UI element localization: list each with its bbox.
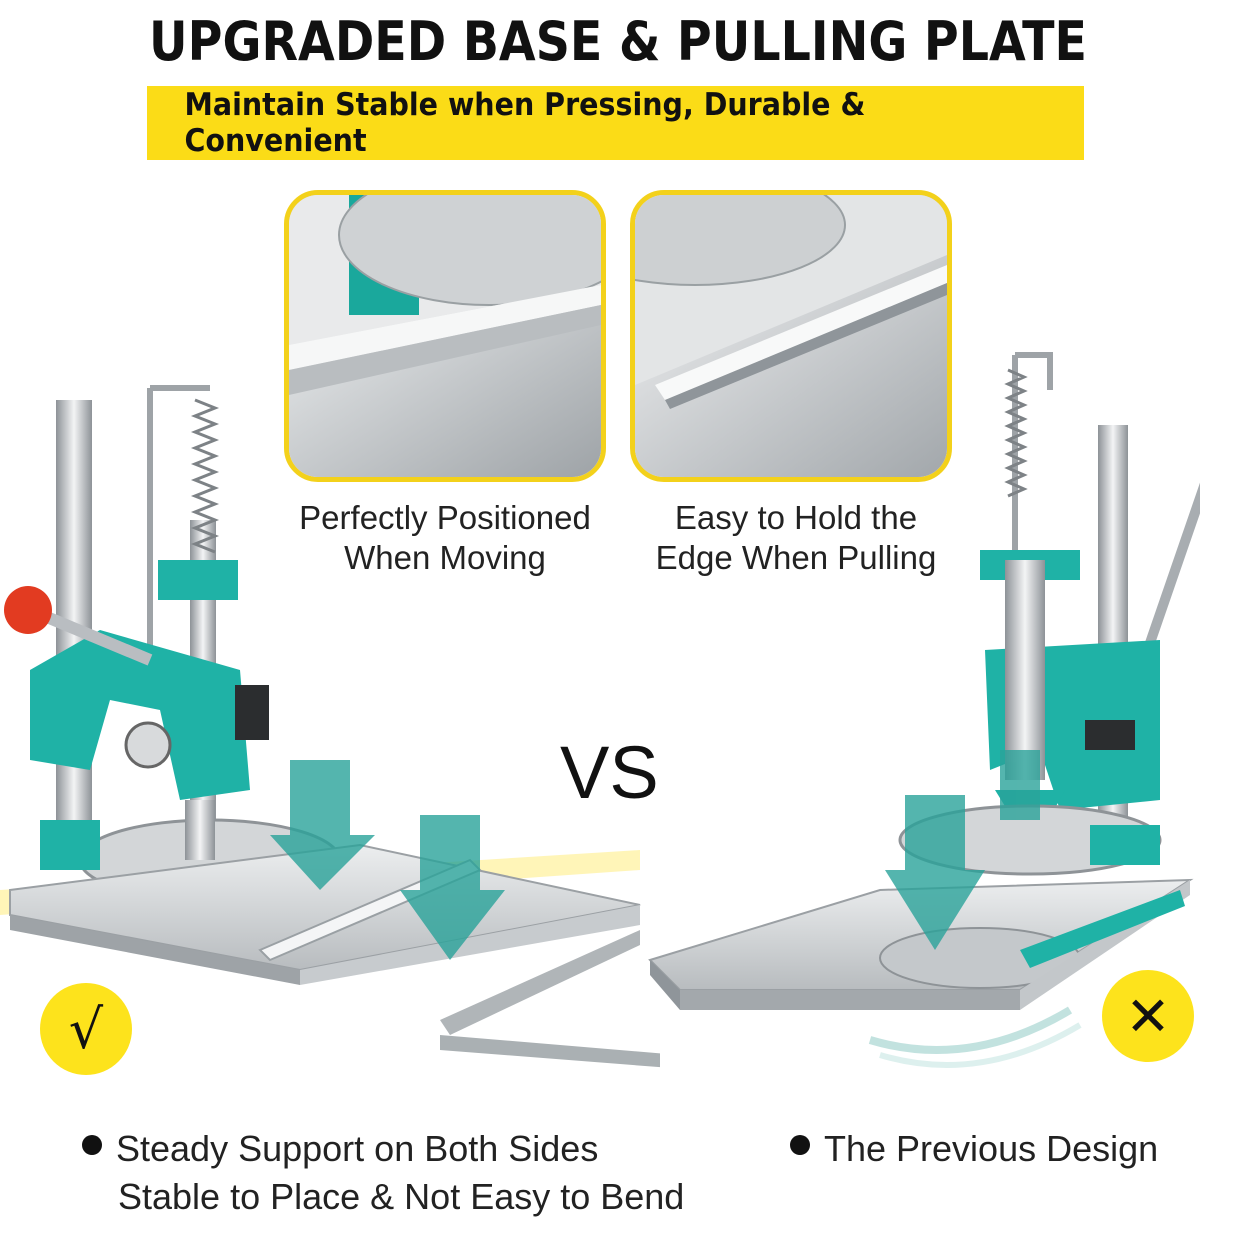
caption-line: Perfectly Positioned	[299, 499, 591, 536]
bullet-icon	[82, 1135, 102, 1155]
description-text: The Previous Design	[824, 1128, 1159, 1169]
previous-description: The Previous Design	[790, 1125, 1158, 1173]
check-badge: √	[40, 983, 132, 1075]
vs-label: VS	[560, 731, 659, 814]
page-title: UPGRADED BASE & PULLING PLATE	[149, 10, 1087, 73]
check-icon: √	[68, 997, 104, 1061]
detail-caption-positioned: Perfectly Positioned When Moving	[275, 498, 615, 578]
description-line: Stable to Place & Not Easy to Bend	[82, 1173, 684, 1221]
detail-image-pulling	[630, 190, 952, 482]
close-icon: ✕	[1125, 984, 1171, 1048]
cross-badge: ✕	[1102, 970, 1194, 1062]
description-text: Stable to Place & Not Easy to Bend	[118, 1176, 685, 1217]
tray-closeup-illustration	[289, 195, 601, 477]
upgraded-press-illustration	[0, 385, 660, 1068]
banner-text: Maintain Stable when Pressing, Durable &…	[184, 87, 866, 159]
caption-line: When Moving	[344, 539, 546, 576]
subtitle-banner: Maintain Stable when Pressing, Durable &…	[147, 86, 1084, 160]
description-line: The Previous Design	[790, 1125, 1158, 1173]
description-line: Steady Support on Both Sides	[82, 1125, 684, 1173]
description-text: Steady Support on Both Sides	[116, 1128, 599, 1169]
detail-image-positioned	[284, 190, 606, 482]
detail-caption-pulling: Easy to Hold the Edge When Pulling	[626, 498, 966, 578]
bullet-icon	[790, 1135, 810, 1155]
edge-closeup-illustration	[635, 195, 947, 477]
upgraded-description: Steady Support on Both Sides Stable to P…	[82, 1125, 684, 1221]
previous-press-illustration	[648, 352, 1200, 1068]
caption-line: Easy to Hold the	[674, 499, 918, 536]
caption-line: Edge When Pulling	[655, 539, 937, 576]
